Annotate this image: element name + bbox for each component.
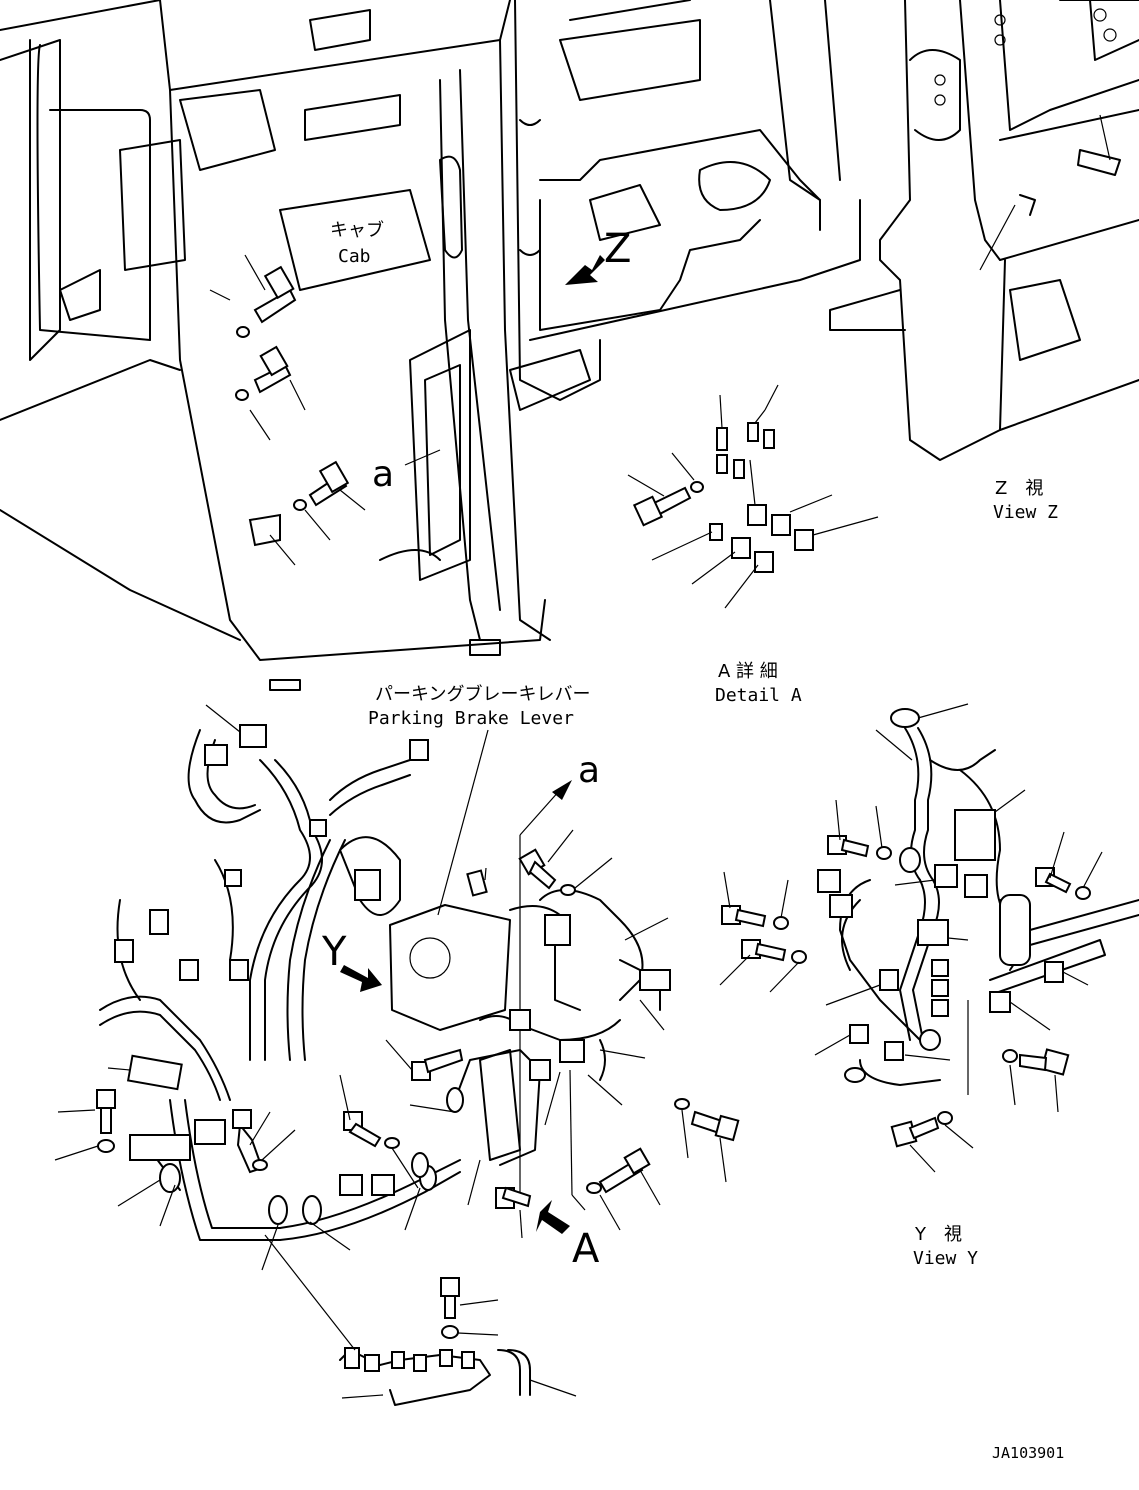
callout-a-upper: A <box>572 1226 600 1272</box>
view-y-label-en: View Y <box>913 1248 978 1269</box>
connectors-main <box>114 724 437 1225</box>
parking-brake-label-jp: パーキングブレーキレバー <box>375 683 590 705</box>
right-frame <box>829 0 1139 461</box>
main-harness <box>99 729 461 1241</box>
parking-brake-label-en: Parking Brake Lever <box>368 708 574 729</box>
callout-z: Z <box>604 226 631 272</box>
view-y-arrow <box>340 965 382 992</box>
detail-a-leader-lines <box>627 384 879 609</box>
callout-a-middle: a <box>578 750 600 791</box>
detail-a-parts <box>632 422 814 573</box>
detail-a-label-en: Detail A <box>715 685 802 706</box>
view-z-label-en: View Z <box>993 502 1058 523</box>
view-y-leader-lines <box>719 703 1103 1173</box>
right-leader-lines <box>979 114 1111 271</box>
section-a-arrow <box>519 780 572 1200</box>
view-z-label-jp: Z 視 <box>995 478 1043 499</box>
cab-label-jp: キャブ <box>330 219 384 241</box>
sub-harness <box>339 1277 531 1406</box>
cab-frame <box>0 0 551 691</box>
main-leader-lines <box>54 704 421 1271</box>
callout-a-cab: a <box>372 454 394 495</box>
view-z-arrow <box>565 255 605 285</box>
bracket-part <box>339 836 401 916</box>
view-y-bolts <box>721 835 1091 1148</box>
center-leader-lines <box>339 829 727 1239</box>
callout-y: Y <box>321 929 347 975</box>
view-y-harness <box>817 708 1139 1086</box>
view-z-frame <box>509 0 861 411</box>
parking-brake-leader <box>437 729 489 916</box>
detail-a-label-jp: A 詳 細 <box>718 661 778 682</box>
detail-a-arrow <box>536 1200 570 1234</box>
center-bolts <box>343 848 740 1209</box>
drawing-number: JA103901 <box>992 1444 1064 1462</box>
view-y-label-jp: Y 視 <box>914 1224 962 1245</box>
cab-bolts <box>235 265 350 547</box>
cab-leader-lines <box>209 254 441 566</box>
center-assembly <box>389 869 671 1178</box>
cab-label-en: Cab <box>338 246 371 267</box>
sub-harness-leader-lines <box>264 1234 577 1399</box>
